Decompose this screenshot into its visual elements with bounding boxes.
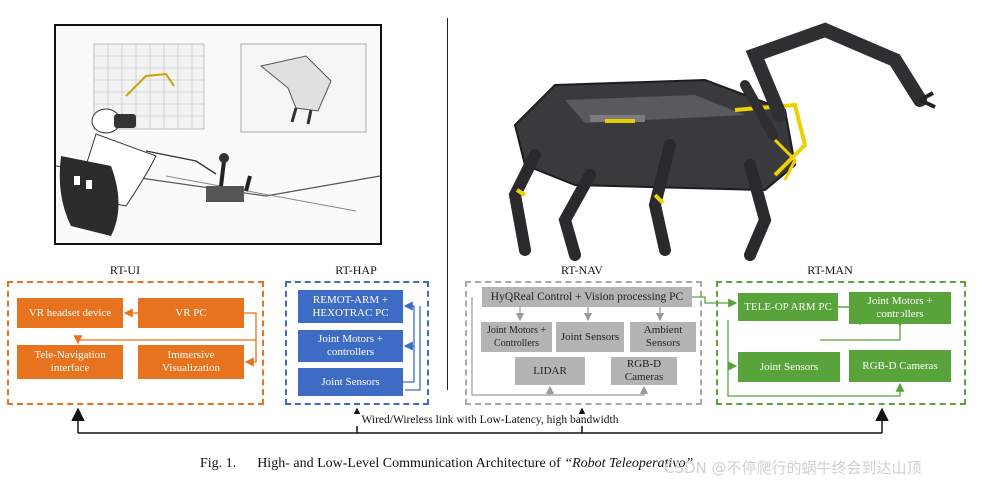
rt-hap-label: RT-HAP [335, 263, 377, 277]
man-joint-motors-box: Joint Motors + controllers [849, 292, 951, 324]
vertical-divider [447, 18, 448, 390]
robot-illustration [495, 15, 945, 275]
hyqreal-pc-box: HyQReal Control + Vision processing PC [482, 287, 692, 307]
watermark: CSDN @不停爬行的蜗牛终会到达山顶 [664, 459, 922, 477]
operator-sketch [55, 43, 381, 236]
vr-pc-box: VR PC [138, 298, 244, 328]
rt-nav-label: RT-NAV [561, 263, 603, 277]
lidar-box: LIDAR [515, 357, 585, 385]
link-label: Wired/Wireless link with Low-Latency, hi… [300, 414, 680, 426]
hap-joint-sensors-box: Joint Sensors [298, 368, 403, 396]
man-joint-sensors-box: Joint Sensors [738, 352, 840, 382]
man-rgbd-cameras-box: RGB-D Cameras [849, 350, 951, 382]
tele-op-arm-pc-box: TELE-OP ARM PC [738, 293, 838, 321]
rt-nav-group [465, 281, 702, 405]
caption-text: High- and Low-Level Communication Archit… [257, 456, 561, 471]
nav-rgbd-cameras-box: RGB-D Cameras [611, 357, 677, 385]
rt-hap-group [285, 281, 429, 405]
nav-joint-sensors-box: Joint Sensors [556, 322, 624, 352]
rt-ui-group [7, 281, 264, 405]
figure-caption: Fig. 1. High- and Low-Level Communicatio… [200, 456, 693, 472]
remot-arm-pc-box: REMOT-ARM + HEXOTRAC PC [298, 290, 403, 323]
nav-joint-motors-box: Joint Motors + Controllers [481, 322, 552, 352]
hap-joint-motors-box: Joint Motors + controllers [298, 330, 403, 362]
hyqreal-robot-sketch [508, 22, 936, 261]
immersive-visualization-box: Immersive Visualization [138, 345, 244, 379]
rt-man-label: RT-MAN [807, 263, 853, 277]
rt-ui-label: RT-UI [109, 263, 141, 277]
caption-prefix: Fig. 1. [200, 456, 237, 471]
ambient-sensors-box: Ambient Sensors [630, 322, 696, 352]
rt-man-group [716, 281, 966, 405]
caption-title: “Robot Teleoperativo” [564, 456, 694, 471]
tele-navigation-box: Tele-Navigation interface [17, 345, 123, 379]
operator-illustration [54, 24, 382, 245]
vr-headset-box: VR headset device [17, 298, 123, 328]
